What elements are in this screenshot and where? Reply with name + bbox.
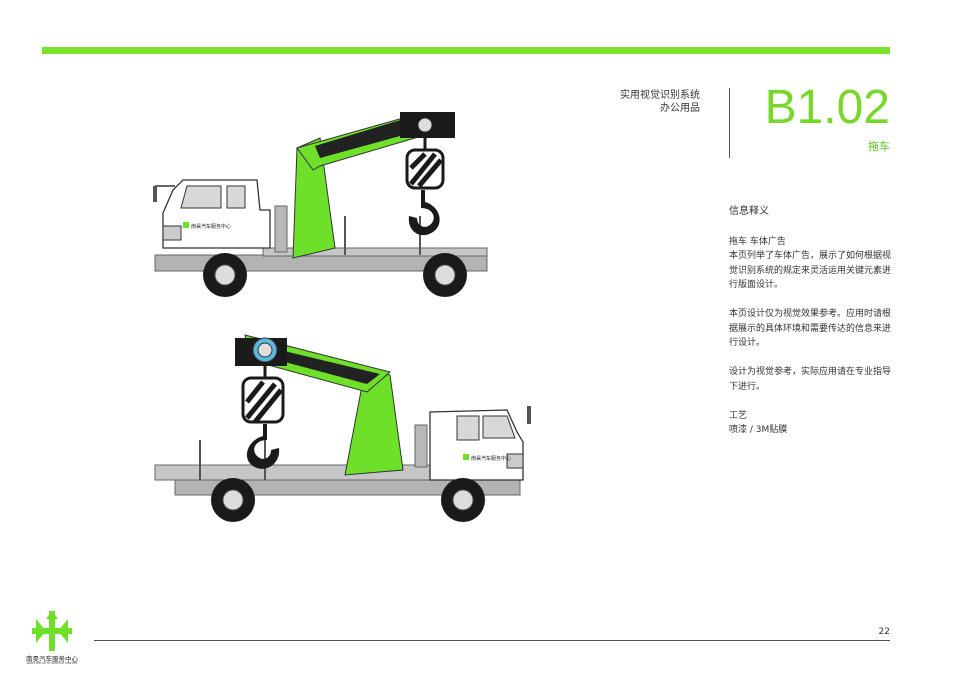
system-name: 实用视觉识别系统 [620,90,700,101]
header-system: 实用视觉识别系统 办公用品 [560,89,700,115]
description-subheading: 拖车 车体广告 [729,236,786,247]
page-subtitle: 拖车 [868,140,890,153]
description-text: 本页列举了车体广告，展示了如何根据视觉识别系统的规定来灵活运用关键元素进行版面设… [729,251,892,290]
logo-name: 南昊汽车服务中心 [26,655,78,663]
brand-logo-icon [32,611,72,651]
page-code: B1.02 [764,81,890,134]
logo-english: NAN HAO AUTO SERVICE CENTER [26,661,78,665]
description-paragraph: 本页设计仅为视觉效果参考。应用时请根据展示的具体环境和需要传达的信息来进行设计。 [729,309,892,348]
tow-truck-illustration-1: 南昊汽车服务中心 [153,112,488,297]
page-number: 22 [878,627,890,637]
footer-divider [94,640,890,641]
category-name: 办公用品 [660,103,700,114]
description-paragraph: 设计为视觉参考，实际应用请在专业指导下进行。 [729,367,892,392]
top-accent-bar [42,47,890,54]
craft-label: 工艺 [729,410,748,421]
description-paragraph: 拖车 车体广告 本页列举了车体广告，展示了如何根据视觉识别系统的规定来灵活运用关… [729,235,899,293]
craft-value: 喷漆 / 3M贴膜 [729,425,788,435]
tow-truck-illustration-2: 南昊汽车服务中心 [154,334,531,522]
description-panel: 信息释义 拖车 车体广告 本页列举了车体广告，展示了如何根据视觉识别系统的规定来… [729,205,899,438]
door-logo-text: 南昊汽车服务中心 [191,223,231,230]
header-divider [729,88,730,158]
door-logo-text: 南昊汽车服务中心 [471,455,511,462]
description-heading: 信息释义 [729,206,769,217]
